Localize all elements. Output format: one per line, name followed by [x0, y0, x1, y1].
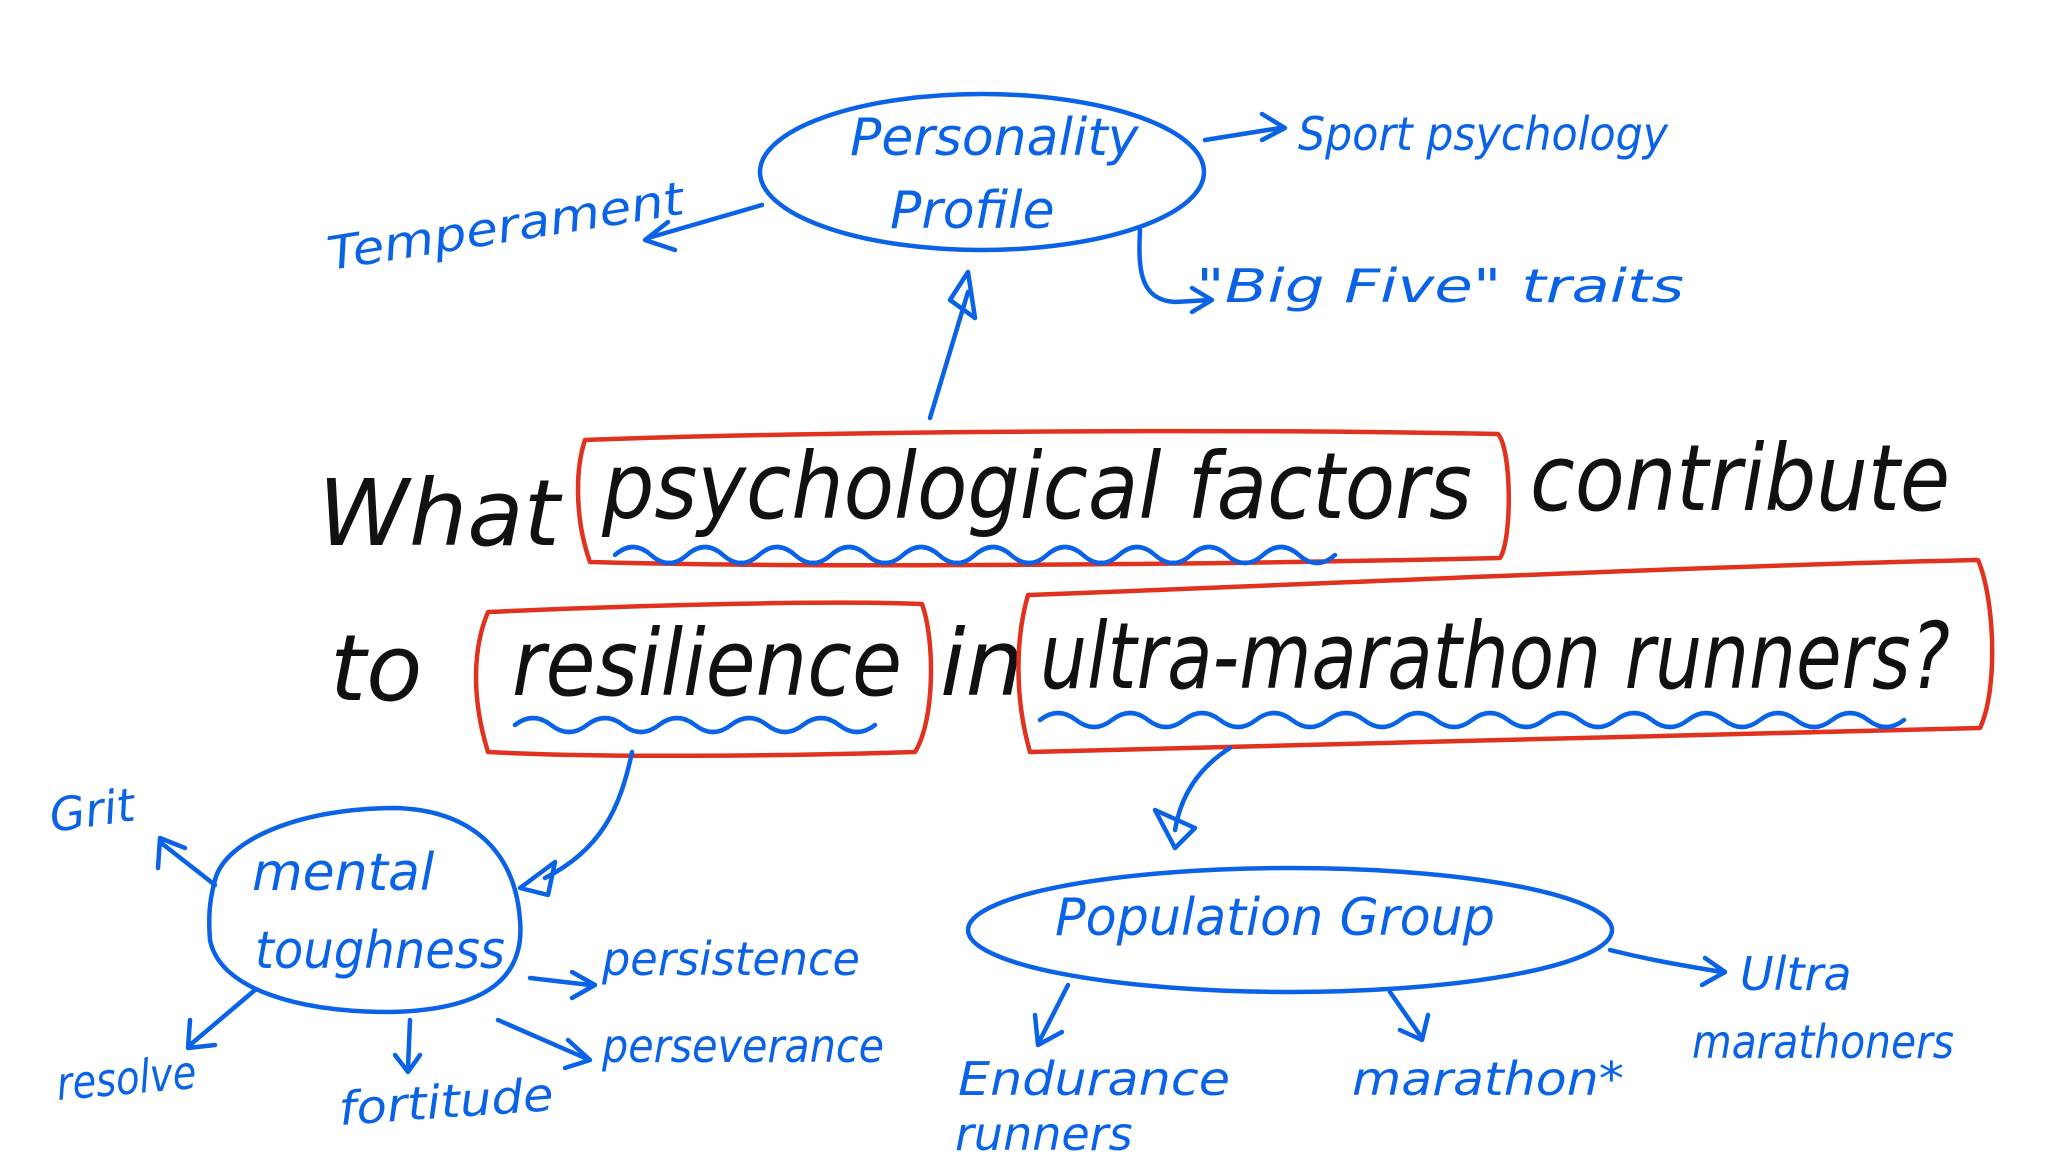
highlight-box-resilience [473, 600, 934, 759]
question-word-what: What [318, 460, 563, 567]
leaf-temperament: Temperament [323, 171, 689, 281]
highlight-boxes [473, 428, 1995, 759]
mental-toughness-ellipse [206, 805, 523, 1015]
arrow-to-persistence [527, 969, 598, 1001]
mental-toughness-label-line1: mental [252, 843, 435, 903]
arrowhead-personality [947, 269, 978, 321]
question-phrase-ultra-marathon-runners: ultra-marathon runners? [1040, 603, 1950, 710]
personality-profile-cluster: Personality Profile Temperament Sport ps… [323, 91, 1684, 421]
highlight-box-ultra-marathon-runners [1016, 557, 1995, 755]
arrow-to-fortitude [392, 1017, 423, 1075]
squiggle-underlines [512, 544, 1907, 735]
leaf-big-five-traits: "Big Five" traits [1196, 259, 1684, 313]
arrow-to-sport-psychology [1202, 111, 1288, 143]
population-group-label: Population Group [1055, 888, 1495, 948]
arrowhead-population [1152, 807, 1198, 851]
question-word-resilience: resilience [512, 610, 902, 717]
leaf-ultra-line2: marathoners [1692, 1015, 1954, 1069]
arrow-question-to-personality [927, 289, 971, 421]
squiggle-resilience [512, 715, 878, 735]
question-phrase-psychological-factors: psychological factors [601, 433, 1472, 540]
leaf-perseverance: perseverance [601, 1019, 884, 1073]
leaf-marathon: marathon* [1352, 1052, 1624, 1106]
arrow-to-resolve [185, 987, 258, 1051]
population-group-ellipse [965, 865, 1615, 995]
leaf-fortitude: fortitude [337, 1067, 555, 1136]
arrow-to-ultra-marathoners [1607, 947, 1728, 988]
squiggle-ultra-marathon-runners [1037, 710, 1907, 730]
arrow-to-marathon [1387, 989, 1431, 1043]
arrow-ultra-to-population [1172, 745, 1233, 833]
squiggle-psychological-factors [612, 544, 1338, 566]
leaf-persistence: persistence [601, 932, 860, 986]
arrow-to-endurance-runners [1032, 982, 1071, 1048]
leaf-grit: Grit [46, 777, 140, 843]
arrow-resilience-to-mental [542, 749, 635, 881]
leaf-resolve: resolve [54, 1045, 198, 1111]
leaf-endurance-line2: runners [955, 1107, 1133, 1161]
arrowhead-mental [517, 859, 558, 898]
arrow-to-temperament [642, 202, 765, 253]
personality-profile-label-line2: Profile [890, 181, 1055, 241]
question-word-to: to [330, 615, 422, 722]
population-group-cluster: Population Group Endurance runners marat… [955, 745, 1954, 1161]
question-word-contribute: contribute [1530, 425, 1950, 532]
highlight-box-psychological-factors [575, 428, 1511, 568]
arrow-to-grit [155, 835, 218, 888]
leaf-endurance-line1: Endurance [958, 1052, 1230, 1106]
leaf-ultra-line1: Ultra [1740, 947, 1852, 1001]
leaf-sport-psychology: Sport psychology [1298, 107, 1669, 161]
personality-profile-ellipse [757, 91, 1207, 253]
personality-profile-label-line1: Personality [850, 108, 1140, 168]
mental-toughness-label-line2: toughness [255, 921, 505, 981]
arrow-to-perseverance [495, 1017, 593, 1071]
mental-toughness-cluster: mental toughness Grit persistence persev… [46, 749, 884, 1136]
research-question: What psychological factors contribute to… [318, 425, 1950, 722]
question-word-in: in [940, 610, 1024, 717]
arrow-to-big-five [1137, 227, 1215, 315]
